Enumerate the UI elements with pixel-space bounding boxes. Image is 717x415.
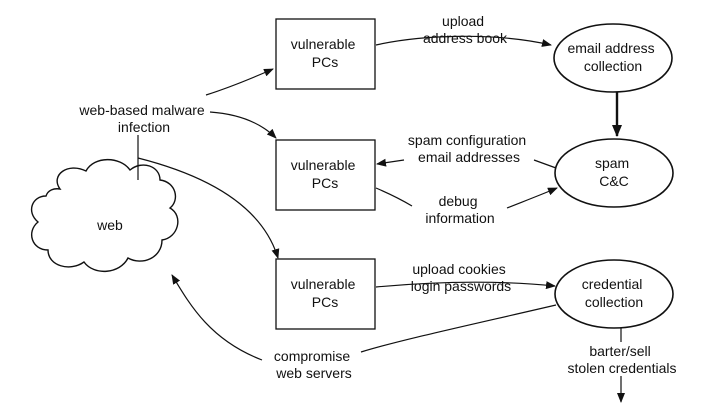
upload-cookies-line1: upload cookies xyxy=(412,261,505,277)
email-collection-label-line2: collection xyxy=(584,58,642,74)
pc2-label-line2: PCs xyxy=(312,175,338,191)
pc2-label-line1: vulnerable xyxy=(291,157,356,173)
edge-compromise-to-web xyxy=(171,274,263,361)
label-upload-cookies: upload cookies login passwords xyxy=(411,261,511,294)
edge-debug-to-spam-cc xyxy=(506,187,558,209)
credential-collection-node: credential collection xyxy=(554,259,674,329)
debug-info-line2: information xyxy=(425,210,494,226)
compromise-line1: compromise xyxy=(274,348,350,364)
edge-pc3-to-credential-collection xyxy=(375,281,556,290)
web-label: web xyxy=(96,217,123,233)
spam-cc-label-line2: C&C xyxy=(599,173,629,189)
edge-pc1-to-email-collection xyxy=(375,35,552,47)
compromise-line2: web servers xyxy=(275,365,351,381)
label-spam-configuration: spam configuration email addresses xyxy=(408,132,530,165)
barter-line2: stolen credentials xyxy=(568,360,677,376)
svg-text:vulnerable PCs: vulnerable PCs xyxy=(291,276,360,310)
svg-text:vulnerable PCs: vulnerable PCs xyxy=(291,36,360,70)
spam-cc-label-line1: spam xyxy=(595,155,629,171)
label-barter-sell: barter/sell stolen credentials xyxy=(568,343,677,376)
upload-address-book-line2: address book xyxy=(423,30,508,46)
credential-collection-label-line1: credential xyxy=(582,276,643,292)
edge-spam-config-to-pc2 xyxy=(376,158,405,167)
web-cloud-node: web xyxy=(30,158,179,272)
pc1-label-line1: vulnerable xyxy=(291,36,356,52)
label-upload-address-book: upload address book xyxy=(423,13,508,46)
credential-collection-label-line2: collection xyxy=(585,294,643,310)
svg-text:vulnerable PCs: vulnerable PCs xyxy=(291,157,360,191)
spam-cc-node: spam C&C xyxy=(554,138,674,208)
pc3-label-line1: vulnerable xyxy=(291,276,356,292)
edge-infection-to-pc3 xyxy=(137,157,280,259)
edge-spam-config-line xyxy=(533,159,557,169)
email-collection-label-line1: email address xyxy=(567,40,654,56)
edge-infection-to-pc2 xyxy=(209,111,277,139)
vulnerable-pcs-node-1: vulnerable PCs xyxy=(275,18,376,90)
edge-credential-to-compromise xyxy=(360,304,557,353)
debug-info-line1: debug xyxy=(439,193,478,209)
edge-infection-to-pc1 xyxy=(205,68,274,96)
upload-address-book-line1: upload xyxy=(442,13,484,29)
infection-label-line1: web-based malware xyxy=(78,102,204,118)
label-debug-information: debug information xyxy=(425,193,494,226)
spam-config-line1: spam configuration xyxy=(408,132,526,148)
pc1-label-line2: PCs xyxy=(312,54,338,70)
upload-cookies-line2: login passwords xyxy=(411,278,511,294)
infection-label-line2: infection xyxy=(118,119,170,135)
svg-text:email address collection: email address collection xyxy=(567,40,658,74)
edge-pc2-to-debug xyxy=(375,187,413,207)
pc3-label-line2: PCs xyxy=(312,294,338,310)
vulnerable-pcs-node-2: vulnerable PCs xyxy=(275,139,376,211)
vulnerable-pcs-node-3: vulnerable PCs xyxy=(275,258,376,330)
spam-config-line2: email addresses xyxy=(418,149,520,165)
label-web-based-malware-infection: web-based malware infection xyxy=(78,102,208,135)
email-address-collection-node: email address collection xyxy=(553,23,673,93)
svg-text:spam C&C: spam C&C xyxy=(595,155,633,189)
barter-line1: barter/sell xyxy=(589,343,650,359)
svg-text:credential collection: credential collection xyxy=(582,276,647,310)
label-compromise-web-servers: compromise web servers xyxy=(274,348,354,381)
